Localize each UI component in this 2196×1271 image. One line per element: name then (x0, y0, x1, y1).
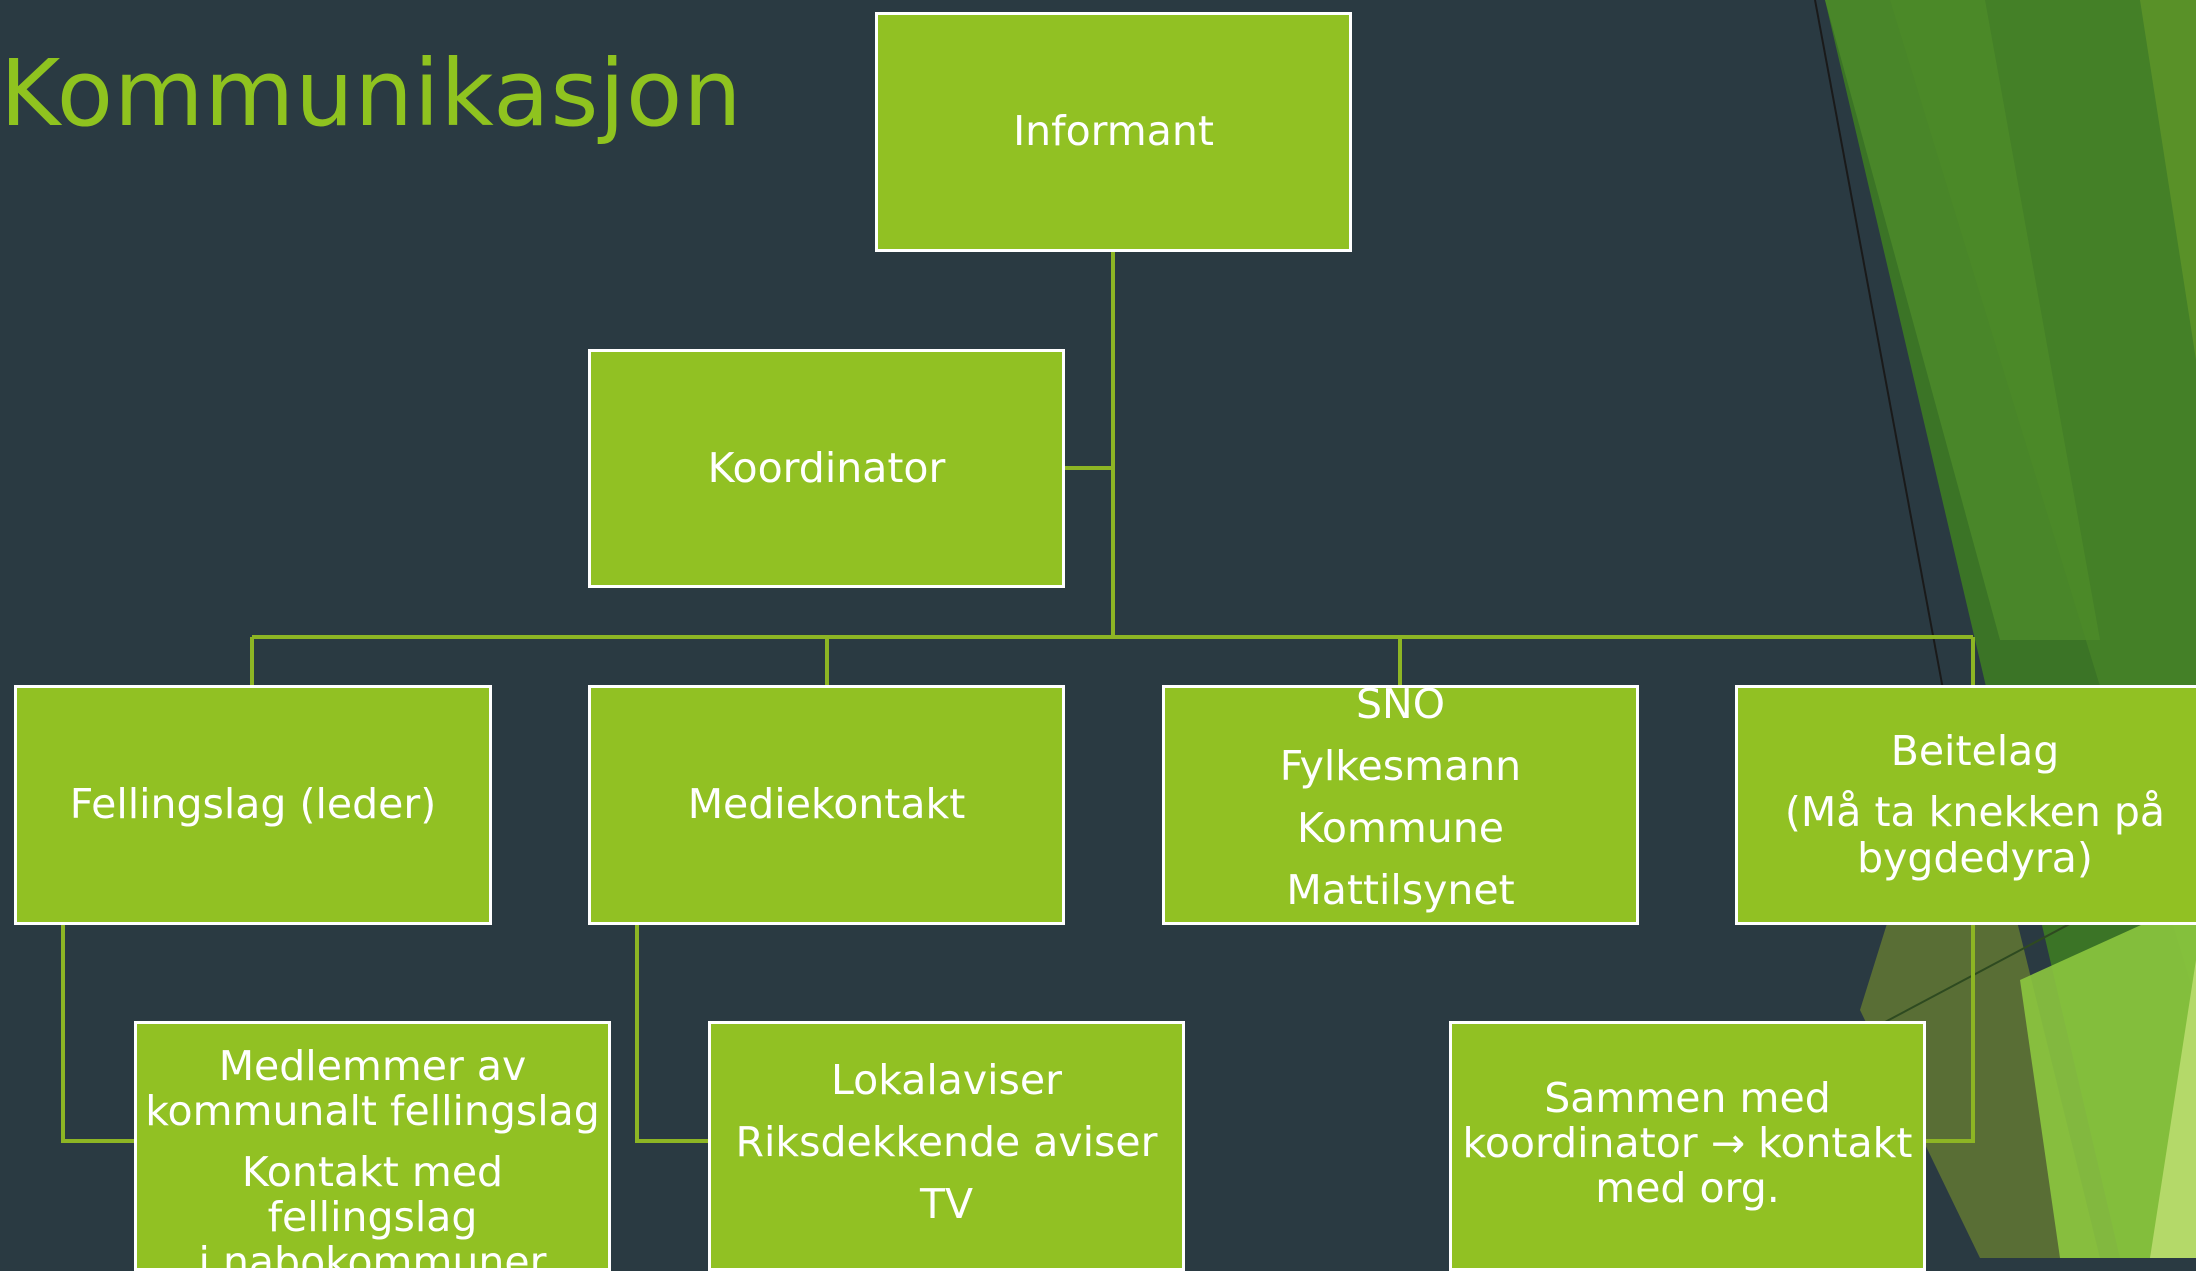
connector-fellingslag-detail (61, 924, 134, 1143)
myndigheter-line-1: SNO (1356, 685, 1445, 728)
myndigheter-line-2: Fylkesmann (1279, 742, 1522, 790)
informant-box[interactable]: Informant (875, 12, 1352, 252)
media-detail-line-3: TV (919, 1180, 974, 1228)
beitelag-detail-line-1: Sammen med (1544, 1074, 1831, 1122)
beitelag-line-1: Beitelag (1890, 727, 2060, 776)
beitelag-box[interactable]: Beitelag (Må ta knekken på bygdedyra) (1735, 685, 2196, 925)
page-title: Kommunikasjon (0, 40, 743, 147)
beitelag-detail-box[interactable]: Sammen med koordinator → kontakt med org… (1449, 1021, 1926, 1271)
beitelag-detail-line-2: koordinator → kontakt (1462, 1119, 1913, 1168)
media-detail-box[interactable]: Lokalaviser Riksdekkende aviser TV (708, 1021, 1185, 1271)
beitelag-line-2: (Må ta knekken på (1784, 788, 2166, 837)
fellingslag-label: Fellingslag (leder) (69, 780, 437, 829)
connector-media-detail (635, 924, 708, 1143)
fellingslag-box[interactable]: Fellingslag (leder) (14, 685, 492, 925)
koordinator-label: Koordinator (707, 443, 946, 492)
koordinator-box[interactable]: Koordinator (588, 349, 1065, 588)
media-detail-line-1: Lokalaviser (831, 1056, 1062, 1104)
beitelag-detail-line-3: med org. (1595, 1164, 1780, 1213)
myndigheter-line-3: Kommune (1296, 804, 1504, 852)
fellingslag-detail-line-1: Medlemmer av (218, 1042, 527, 1090)
fellingslag-detail-line-2: kommunalt fellingslag (145, 1087, 600, 1136)
fellingslag-detail-line-4: i nabokommuner (198, 1238, 547, 1271)
beitelag-line-3: bygdedyra) (1857, 833, 2093, 882)
informant-label: Informant (1013, 107, 1214, 156)
connector-beitelag-detail (1925, 924, 1975, 1143)
mediekontakt-label: Mediekontakt (687, 780, 966, 829)
fellingslag-detail-box[interactable]: Medlemmer av kommunalt fellingslag Konta… (134, 1021, 611, 1271)
myndigheter-line-4: Mattilsynet (1286, 866, 1515, 914)
mediekontakt-box[interactable]: Mediekontakt (588, 685, 1065, 925)
media-detail-line-2: Riksdekkende aviser (735, 1118, 1158, 1166)
fellingslag-detail-line-3: Kontakt med fellingslag (241, 1148, 504, 1242)
myndigheter-box[interactable]: SNO Fylkesmann Kommune Mattilsynet (1162, 685, 1639, 925)
